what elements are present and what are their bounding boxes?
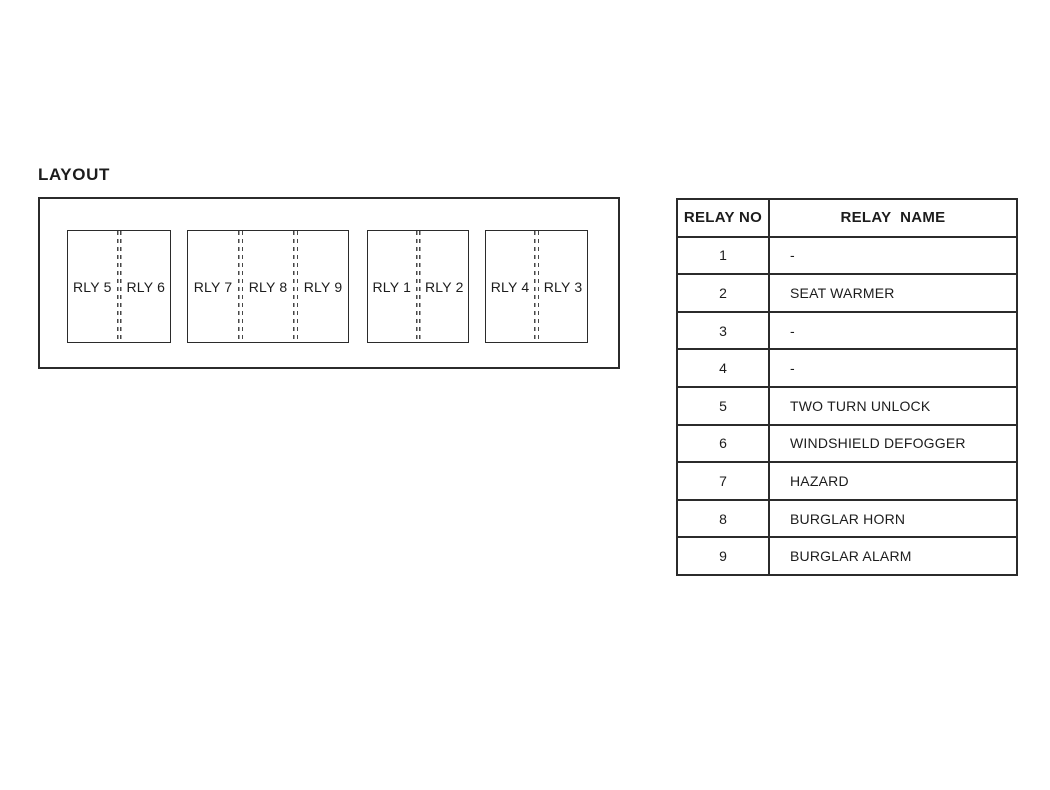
relay-slot-label: RLY 2 [424, 278, 464, 295]
relay-no-cell: 5 [676, 385, 770, 426]
relay-table: RELAY NO RELAY NAME 1 - 2 SEAT WARMER 3 … [676, 198, 1018, 576]
relay-block-1: RLY 5 RLY 6 [67, 230, 171, 343]
relay-name-cell: HAZARD [768, 461, 1018, 501]
table-row: 4 - [676, 348, 1018, 388]
relay-block-4: RLY 4 RLY 3 [485, 230, 588, 343]
relay-name-cell: SEAT WARMER [768, 273, 1018, 313]
relay-no-cell: 2 [676, 273, 770, 313]
dashed-divider [415, 231, 421, 342]
relay-no-cell: 6 [676, 423, 770, 464]
table-row: 1 - [676, 235, 1018, 276]
relay-name-cell: BURGLAR HORN [768, 498, 1018, 539]
relay-slot-label: RLY 9 [303, 278, 343, 295]
dashed-divider [116, 231, 122, 342]
table-row: 3 - [676, 310, 1018, 351]
table-row: 5 TWO TURN UNLOCK [676, 385, 1018, 426]
relay-block-2: RLY 7 RLY 8 RLY 9 [187, 230, 349, 343]
relay-slot-label: RLY 7 [193, 278, 233, 295]
relay-name-cell: BURGLAR ALARM [768, 536, 1018, 576]
relay-no-header: RELAY NO [676, 198, 770, 238]
relay-slot-label: RLY 5 [72, 278, 112, 295]
relay-slot-label: RLY 3 [543, 278, 583, 295]
dashed-divider [534, 231, 539, 342]
dashed-divider [238, 231, 243, 342]
relay-no-cell: 7 [676, 461, 770, 501]
table-header-row: RELAY NO RELAY NAME [676, 198, 1018, 238]
table-row: 9 BURGLAR ALARM [676, 536, 1018, 576]
dashed-divider [293, 231, 298, 342]
relay-name-header: RELAY NAME [768, 198, 1018, 238]
table-row: 2 SEAT WARMER [676, 273, 1018, 313]
relay-name-cell: WINDSHIELD DEFOGGER [768, 423, 1018, 464]
relay-no-cell: 1 [676, 235, 770, 276]
relay-slot-label: RLY 8 [248, 278, 288, 295]
relay-slot-label: RLY 4 [490, 278, 530, 295]
relay-slot-label: RLY 6 [126, 278, 166, 295]
relay-name-cell: - [768, 310, 1018, 351]
table-row: 8 BURGLAR HORN [676, 498, 1018, 539]
relay-slot-label: RLY 1 [372, 278, 412, 295]
relay-name-cell: - [768, 348, 1018, 388]
relay-no-cell: 8 [676, 498, 770, 539]
relay-name-cell: - [768, 235, 1018, 276]
relay-box-diagram: RLY 5 RLY 6 RLY 7 RLY 8 RLY 9 RLY 1 RLY … [38, 197, 620, 369]
relay-no-cell: 9 [676, 536, 770, 576]
table-row: 6 WINDSHIELD DEFOGGER [676, 423, 1018, 464]
layout-title: LAYOUT [38, 165, 110, 184]
table-row: 7 HAZARD [676, 461, 1018, 501]
relay-no-cell: 3 [676, 310, 770, 351]
relay-name-cell: TWO TURN UNLOCK [768, 385, 1018, 426]
relay-no-cell: 4 [676, 348, 770, 388]
relay-block-3: RLY 1 RLY 2 [367, 230, 469, 343]
